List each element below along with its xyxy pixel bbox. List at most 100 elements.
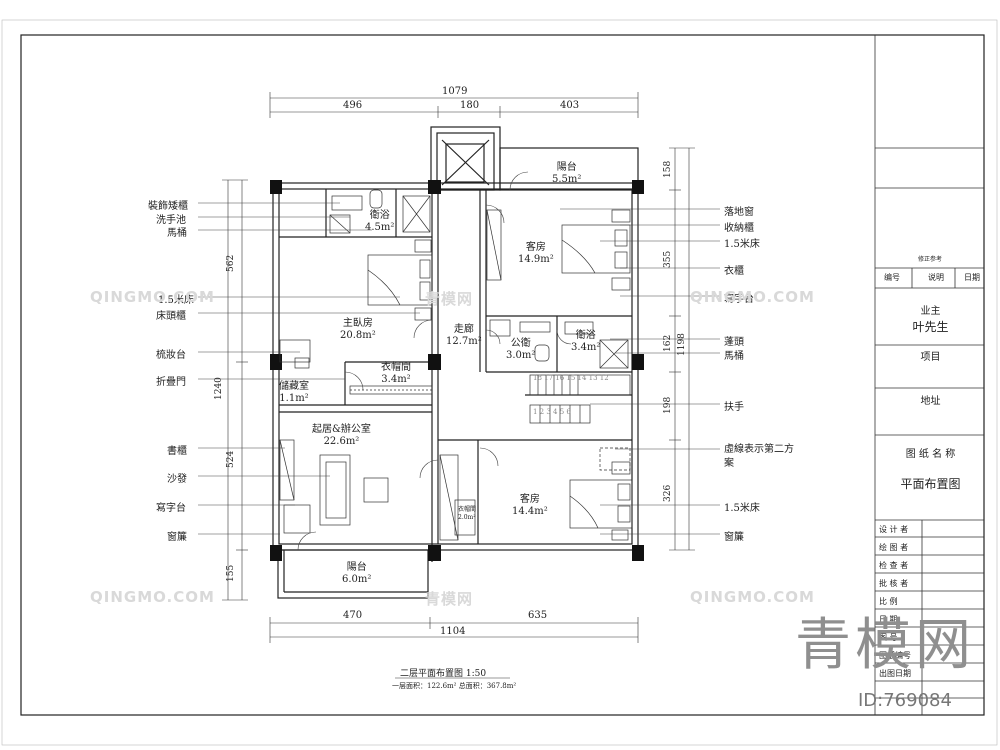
role-drawing-code: 图纸编号 [879,651,911,660]
role-scale: 比 例 [879,597,898,606]
dim-right-seg-5: 326 [663,484,673,502]
project-label: 项目 [920,352,941,363]
owner-value: 叶先生 [912,320,949,334]
dim-bottom-seg-2: 635 [528,610,548,621]
dim-right-seg-2: 355 [663,250,673,268]
revision-sub: 修正参考 [917,256,942,263]
drawing-title: 二层平面布置图 1:50 [400,669,487,679]
leaders-right [560,208,720,535]
doors [297,171,572,551]
role-designer: 设 计 者 [879,525,909,534]
watermark-brand-logo: 青模网 [795,613,975,678]
dim-bottom-seg-1: 470 [343,610,363,621]
label-left-8: 書櫃 [167,446,187,457]
room-name: 主臥房 [342,318,373,329]
watermark-text: QINGMO.COM [90,288,215,306]
dim-right-seg-4: 198 [663,396,673,414]
dim-right-total: 1198 [677,333,687,356]
room-area: 4.5m² [365,222,395,233]
label-left-9: 沙發 [167,474,187,485]
owner-label: 业主 [920,306,941,317]
drawing-name-value: 平面布置图 [900,477,961,491]
room-area: 6.0m² [342,574,372,585]
room-area: 22.6m² [323,436,360,447]
label-right-6: 蓬頭 [724,337,744,348]
drawing-area-note: 一层面积：122.6m² 总面积：367.8m² [392,682,517,690]
dim-top-seg-3: 403 [560,100,580,111]
room-name: 客房 [519,494,540,505]
revision-col-no: 编号 [884,273,900,282]
dim-top-seg-2: 180 [460,100,480,111]
dim-left-seg-1: 562 [226,254,236,272]
room-name: 陽台 [556,162,577,173]
room-name: 衛浴 [369,210,390,221]
label-left-11: 窗簾 [167,532,187,543]
label-right-5: 寫字台 [724,294,754,305]
label-right-1: 落地窗 [724,207,754,218]
watermark-text: QINGMO.COM [690,288,815,306]
stair-numbers-bottom: 1 2 3 4 5 6 [533,408,571,416]
room-area: 3.4m² [571,342,601,353]
watermark-text: QINGMO.COM [90,588,215,606]
dimension-lines [222,92,695,643]
room-name: 儲藏室 [279,381,309,392]
dim-right-seg-1: 158 [663,160,673,178]
room-name: 走廊 [453,324,474,335]
role-checker: 检 查 者 [879,561,909,570]
role-date: 日 期 [879,615,898,624]
room-name: 衛浴 [575,330,596,341]
room-area: 14.9m² [518,254,554,265]
label-left-1: 裝飾矮櫃 [148,201,188,212]
room-area: 1.1m² [279,393,309,404]
room-area: 3.4m² [381,374,411,385]
drawing-name-label: 图 纸 名 称 [905,449,956,460]
dim-top-total: 1079 [442,86,468,97]
room-area: 5.5m² [552,174,582,185]
room-name: 起居&辦公室 [312,424,371,435]
watermark-text-cn: 青模网 [425,290,474,308]
role-drafter: 绘 图 者 [879,543,909,552]
label-left-2: 洗手池 [156,215,186,226]
watermark-text-cn: 青模网 [425,590,474,608]
label-right-7: 馬桶 [724,351,744,362]
label-right-2: 收納櫃 [724,223,754,234]
label-right-9: 虛線表示第二方案 [724,444,794,469]
label-right-8: 扶手 [724,402,744,413]
label-left-6: 梳妝台 [156,350,186,361]
small-wardrobe-label: 衣帽間 2.0m² [458,506,477,521]
label-right-3: 1.5米床 [724,239,760,250]
dim-right-seg-3: 162 [663,334,673,352]
label-right-11: 窗簾 [724,532,744,543]
dim-top-seg-1: 496 [343,100,363,111]
leaders-left [198,202,420,535]
room-name: 公衛 [510,338,531,349]
room-area: 14.4m² [512,506,548,517]
dim-left-seg-3: 155 [226,564,236,582]
columns [270,180,644,561]
label-right-10: 1.5米床 [724,503,760,514]
dim-left-total: 1240 [214,377,224,400]
title-block-frame [874,35,984,715]
stair-numbers-top: 18 17 16 15 14 13 12 [533,374,609,382]
dim-left-seg-2: 524 [226,450,236,468]
label-left-10: 寫字台 [156,503,186,514]
label-left-3: 馬桶 [167,228,187,239]
label-left-5: 床頭櫃 [156,311,186,322]
room-area: 20.8m² [340,330,376,341]
room-area: 12.7m² [446,336,482,347]
room-name: 陽台 [346,562,367,573]
revision-col-desc: 说明 [928,273,944,282]
watermark-text: QINGMO.COM [690,588,815,606]
role-issue-date: 出图日期 [879,669,911,678]
role-drawing-no: 图 号 [879,633,898,642]
